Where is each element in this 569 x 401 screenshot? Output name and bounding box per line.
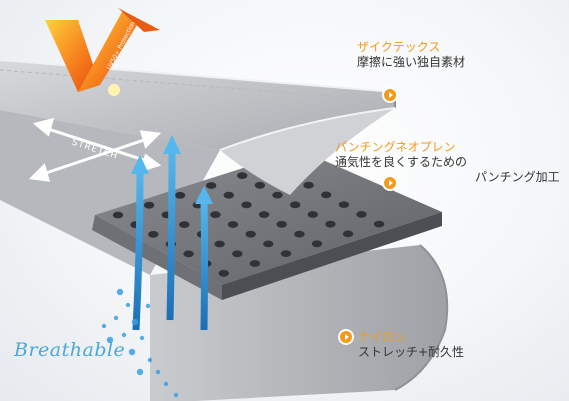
breathable-text: Breathable [14,339,126,361]
zaikutex-desc: 摩擦に強い独自素材 [357,55,466,69]
perforation-hole [223,191,234,199]
perforation-hole [241,201,252,209]
perforation-hole [143,201,155,209]
punching-marker-icon[interactable] [384,177,396,189]
perforation-hole [280,250,292,257]
perforation-hole [179,221,190,229]
water-droplet [173,392,179,398]
water-droplet [136,368,144,376]
water-droplet [155,369,161,375]
perforation-hole [325,220,336,228]
water-droplet [116,288,124,296]
perforation-hole [237,172,248,180]
perforation-hole [249,260,261,267]
water-droplet [131,318,139,326]
water-droplet [101,323,107,329]
perforation-hole [290,201,301,209]
nylon-marker-icon[interactable] [340,331,352,343]
nylon-desc: ストレッチ+耐久性 [358,345,465,359]
punching-neoprene-layer [95,150,442,285]
water-droplet [121,332,127,338]
water-droplet [128,348,136,356]
nylon-title: ナイロン [340,330,464,345]
water-droplet [125,302,131,308]
perforation-hole [356,211,367,218]
water-droplets [101,288,179,398]
perforation-hole [245,230,256,238]
perforation-hole [373,220,385,228]
zaikutex-marker-icon[interactable] [384,89,396,101]
water-droplet [106,336,114,344]
stretch-arrows [28,117,162,182]
airflow-arrows [131,135,213,331]
perforation-hole [206,182,217,189]
perforation-hole [148,231,159,238]
perforation-hole [303,181,314,189]
perforation-hole [254,181,266,189]
water-droplet [163,381,169,387]
water-droplet [113,315,119,321]
zaikutex-label: ザイクテックス 摩擦に強い独自素材 [357,40,465,70]
punching-label: パンチングネオプレン 通気性を良くするための パンチング加工 [335,140,560,185]
punching-desc-line2: パンチング加工 [475,170,560,184]
perforation-hole [214,240,225,248]
perforation-hole [112,211,124,219]
perforation-hole [183,250,194,258]
uv-protection-icon [45,8,160,96]
water-droplet [139,335,145,341]
punching-desc-line1: 通気性を良くするための [335,155,468,169]
perforation-hole [227,221,239,228]
nylon-label: ナイロン ストレッチ+耐久性 [340,330,464,360]
nylon-title-text: ナイロン [358,330,407,344]
perforation-hole [232,250,243,258]
perforation-hole [311,240,323,248]
perforation-hole [174,191,186,199]
perforation-hole [272,191,283,199]
water-droplet [145,303,151,309]
perforation-hole [321,191,332,199]
perforation-hole [210,211,221,219]
perforation-hole [307,211,318,218]
perforation-hole [218,269,229,277]
perforation-hole [342,230,354,238]
perforation-hole [276,220,287,228]
perforation-hole [294,230,305,238]
perforation-hole [258,211,270,219]
water-droplet [147,357,153,363]
zaikutex-title: ザイクテックス [357,40,441,54]
perforation-hole [263,240,274,248]
punching-title: パンチングネオプレン [335,140,456,154]
perforation-hole [338,201,350,209]
